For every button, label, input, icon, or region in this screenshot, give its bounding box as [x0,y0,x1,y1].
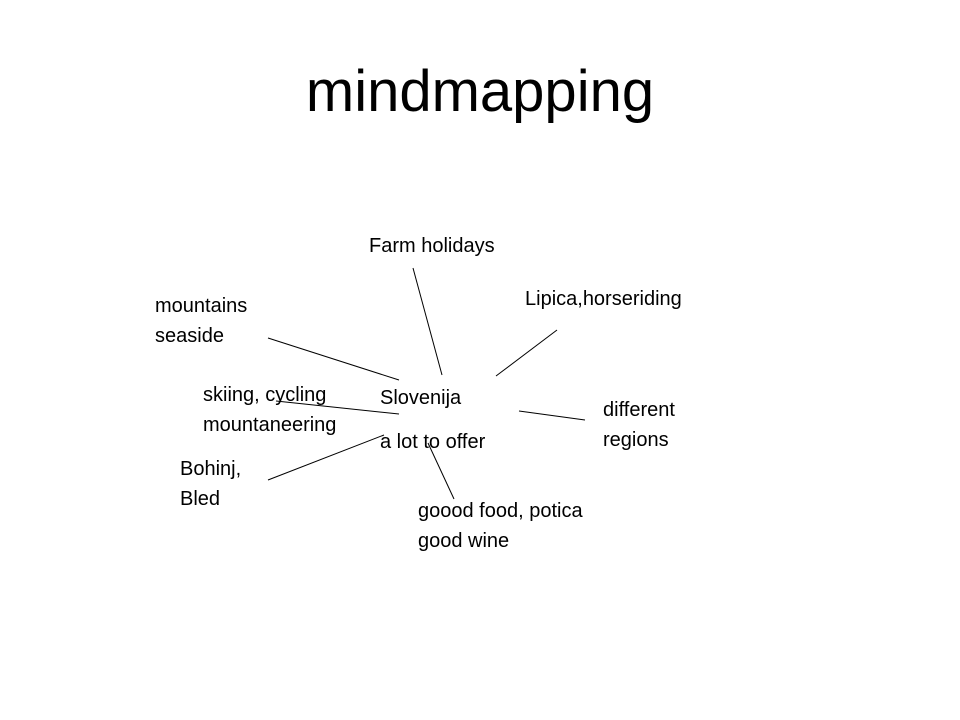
node-regions-line2: regions [603,429,669,451]
node-food-line2: good wine [418,530,510,552]
node-different-regions: different regions [603,395,675,455]
connector-mountains [267,337,400,381]
connector-regions [518,410,586,421]
node-food-line1: goood food, potica [418,500,583,522]
slide-title: mindmapping [305,59,655,124]
node-lipica: Lipica,horseriding [525,284,682,314]
central-node-title: Slovenija [380,387,462,409]
node-farm-holidays: Farm holidays [369,231,495,261]
node-skiing-cycling: skiing, cycling mountaneering [203,380,336,440]
node-bohinj-line1: Bohinj, [180,458,242,480]
central-node: Slovenija [380,383,461,413]
connector-lipica [495,329,558,377]
connector-food [427,442,455,500]
node-bohinj-line2: Bled [180,488,221,510]
node-skiing-line1: skiing, cycling [203,384,327,406]
node-food-wine: goood food, potica good wine [418,496,583,556]
node-mountains-line1: mountains [155,295,248,317]
node-mountains-line2: seaside [155,325,224,347]
node-skiing-line2: mountaneering [203,414,337,436]
central-node-subtitle-box: a lot to offer [380,427,485,457]
node-regions-line1: different [603,399,675,421]
connector-skiing [275,400,400,415]
connector-farm-holidays [412,267,443,376]
node-lipica-text: Lipica,horseriding [525,288,682,310]
central-node-subtitle: a lot to offer [380,431,486,453]
node-mountains-seaside: mountains seaside [155,291,247,351]
node-bohinj-bled: Bohinj, Bled [180,454,241,514]
connector-bohinj [267,434,385,481]
node-farm-holidays-text: Farm holidays [369,235,495,257]
